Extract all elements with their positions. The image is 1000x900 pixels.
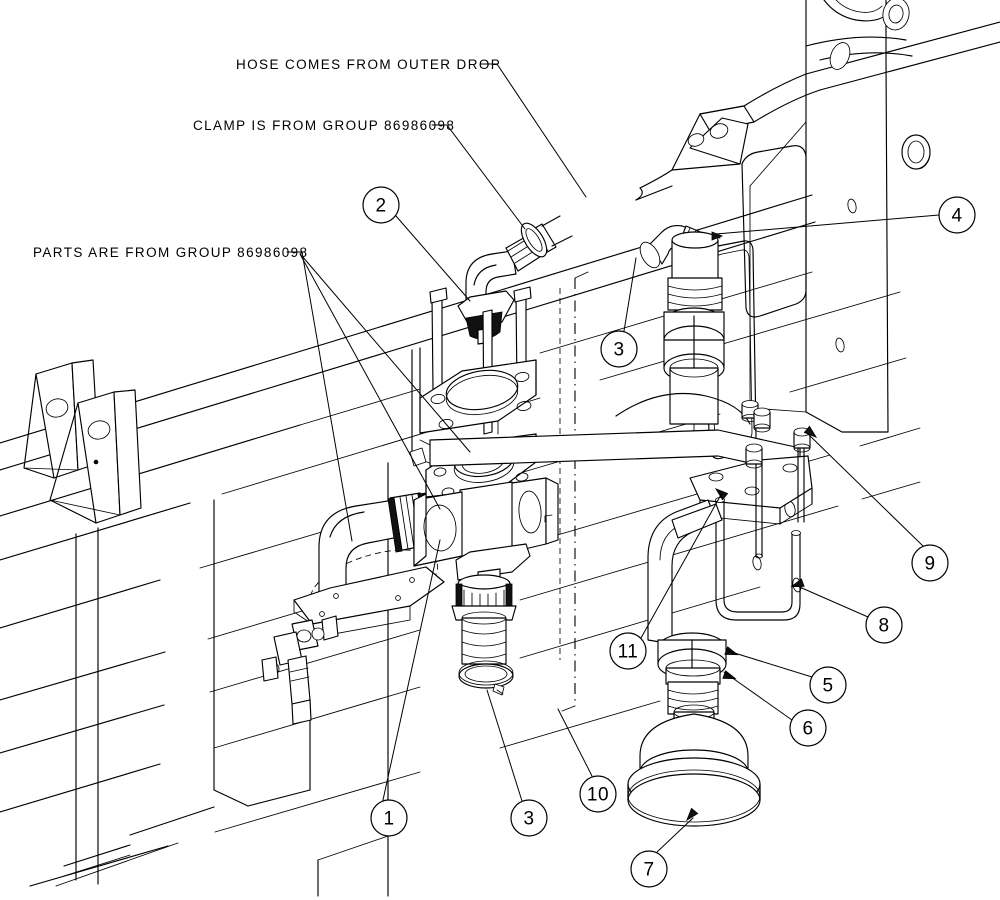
- balloon-2-circle[interactable]: [362, 186, 400, 224]
- balloon-7-label: 7: [643, 860, 654, 881]
- left-mount-brackets: [23, 359, 142, 524]
- hose-elbow-fitting: [457, 215, 573, 345]
- balloon-8-circle[interactable]: [865, 606, 903, 644]
- balloon-3b-leader: [486, 689, 523, 802]
- note-hose-leader: [480, 63, 587, 198]
- balloon-3a-circle[interactable]: [600, 330, 638, 368]
- drop-mount-plate: [429, 407, 818, 751]
- balloon-11[interactable]: 11: [609, 492, 723, 670]
- balloon-6-leader: [723, 671, 793, 721]
- balloon-7-circle[interactable]: [630, 850, 668, 888]
- balloon-5-label: 5: [822, 676, 833, 697]
- clamp-ring: [458, 660, 514, 696]
- balloon-5-leader: [727, 650, 813, 678]
- u-bolt: [715, 497, 801, 621]
- cross-valve-body: [413, 433, 559, 611]
- note-parts-leader-b: [299, 253, 441, 510]
- balloon-3a[interactable]: 3: [600, 257, 638, 368]
- balloon-9[interactable]: 9: [805, 431, 949, 582]
- balloon-8-label: 8: [878, 616, 889, 637]
- balloon-2-leader: [395, 215, 471, 302]
- balloon-10[interactable]: 10: [557, 708, 617, 813]
- hex-nipple-fitting: [451, 574, 517, 665]
- nozzle-cap: [627, 713, 761, 827]
- balloon-2-label: 2: [375, 196, 386, 217]
- balloon-5[interactable]: 5: [727, 650, 847, 704]
- balloon-6-label: 6: [802, 719, 813, 740]
- square-flange-plate: [409, 286, 537, 467]
- balloon-5-circle[interactable]: [809, 666, 847, 704]
- balloon-11-label: 11: [618, 642, 639, 663]
- balloon-10-label: 10: [587, 785, 609, 806]
- balloon-4[interactable]: 4: [715, 196, 976, 235]
- balloon-8[interactable]: 8: [794, 584, 903, 644]
- balloon-3b-circle[interactable]: [510, 799, 548, 837]
- balloon-6-circle[interactable]: [789, 709, 827, 747]
- balloon-6[interactable]: 6: [723, 671, 827, 747]
- balloon-11-circle[interactable]: [609, 632, 647, 670]
- balloon-7[interactable]: 7: [630, 817, 694, 888]
- balloon-3a-label: 3: [613, 340, 624, 361]
- balloon-1-circle[interactable]: [370, 799, 408, 837]
- balloon-11-leader: [640, 492, 723, 639]
- balloon-4-label: 4: [951, 206, 962, 227]
- balloon-1[interactable]: 1: [370, 539, 441, 837]
- balloons-group: 1 2 3 3 4: [362, 186, 976, 888]
- balloon-10-leader: [557, 708, 593, 777]
- balloon-3a-leader: [623, 257, 637, 332]
- right-upright-post: [635, 0, 1000, 593]
- bellows-boot: [615, 225, 759, 449]
- note-parts-text: PARTS ARE FROM GROUP 86986098: [33, 245, 308, 260]
- note-parts-leader: [286, 251, 353, 542]
- balloon-9-label: 9: [924, 554, 935, 575]
- balloon-9-circle[interactable]: [911, 544, 949, 582]
- note-parts-leader-c: [301, 255, 471, 453]
- balloon-1-label: 1: [383, 809, 394, 830]
- balloon-9-leader: [805, 431, 924, 547]
- balloon-7-leader: [656, 817, 694, 853]
- note-hose-text: HOSE COMES FROM OUTER DROP: [236, 57, 501, 72]
- drop-tube: [647, 499, 723, 645]
- notes-group: HOSE COMES FROM OUTER DROP CLAMP IS FROM…: [33, 57, 587, 542]
- balloon-3b[interactable]: 3: [486, 689, 548, 837]
- section-centerline: [559, 271, 589, 712]
- note-clamp-text: CLAMP IS FROM GROUP 86986098: [193, 118, 455, 133]
- balloon-10-circle[interactable]: [579, 775, 617, 813]
- balloon-1-leader: [382, 539, 441, 801]
- balloon-4-leader: [715, 214, 940, 235]
- balloon-4-circle[interactable]: [938, 196, 976, 234]
- strainer-assembly: [261, 492, 445, 725]
- note-clamp-leader: [431, 124, 526, 230]
- balloon-2[interactable]: 2: [362, 186, 471, 302]
- balloon-3b-label: 3: [523, 809, 534, 830]
- balloon-8-leader: [794, 584, 869, 618]
